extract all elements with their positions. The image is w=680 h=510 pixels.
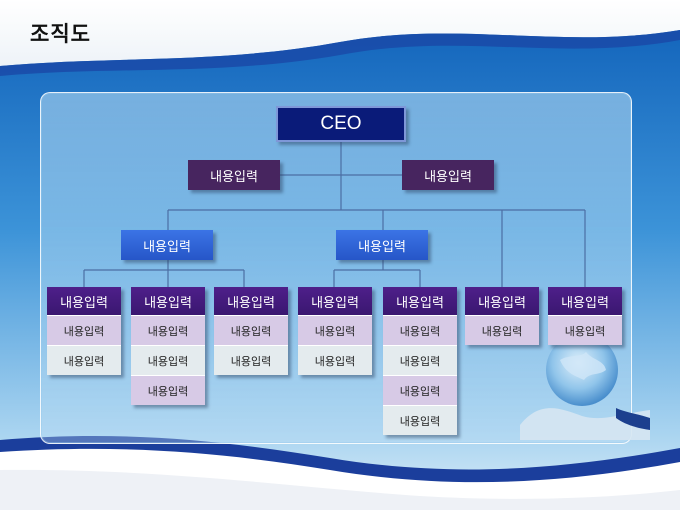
- column-cell: 내용입력: [131, 375, 205, 405]
- globe-hand-icon: [520, 334, 650, 440]
- column-head: 내용입력: [548, 287, 622, 315]
- column-cell: 내용입력: [214, 315, 288, 345]
- column-cell: 내용입력: [298, 315, 372, 345]
- column-cell: 내용입력: [383, 405, 457, 435]
- column-head: 내용입력: [298, 287, 372, 315]
- column-cell: 내용입력: [383, 345, 457, 375]
- column-head: 내용입력: [214, 287, 288, 315]
- column-cell: 내용입력: [47, 345, 121, 375]
- org-column-6: 내용입력 내용입력: [465, 287, 539, 345]
- page-title: 조직도: [30, 22, 91, 46]
- column-head: 내용입력: [131, 287, 205, 315]
- ceo-box: CEO: [276, 106, 406, 142]
- column-head: 내용입력: [465, 287, 539, 315]
- level1-box-right: 내용입력: [402, 160, 494, 190]
- column-cell: 내용입력: [131, 345, 205, 375]
- column-cell: 내용입력: [214, 345, 288, 375]
- org-column-4: 내용입력 내용입력 내용입력: [298, 287, 372, 375]
- column-head: 내용입력: [383, 287, 457, 315]
- org-column-7: 내용입력 내용입력: [548, 287, 622, 345]
- column-cell: 내용입력: [383, 375, 457, 405]
- level2-box-left: 내용입력: [121, 230, 213, 260]
- column-cell: 내용입력: [548, 315, 622, 345]
- org-column-2: 내용입력 내용입력 내용입력 내용입력: [131, 287, 205, 405]
- column-cell: 내용입력: [298, 345, 372, 375]
- column-cell: 내용입력: [465, 315, 539, 345]
- column-cell: 내용입력: [47, 315, 121, 345]
- column-head: 내용입력: [47, 287, 121, 315]
- column-cell: 내용입력: [383, 315, 457, 345]
- org-column-3: 내용입력 내용입력 내용입력: [214, 287, 288, 375]
- org-column-1: 내용입력 내용입력 내용입력: [47, 287, 121, 375]
- column-cell: 내용입력: [131, 315, 205, 345]
- level1-box-left: 내용입력: [188, 160, 280, 190]
- level2-box-right: 내용입력: [336, 230, 428, 260]
- org-column-5: 내용입력 내용입력 내용입력 내용입력 내용입력: [383, 287, 457, 435]
